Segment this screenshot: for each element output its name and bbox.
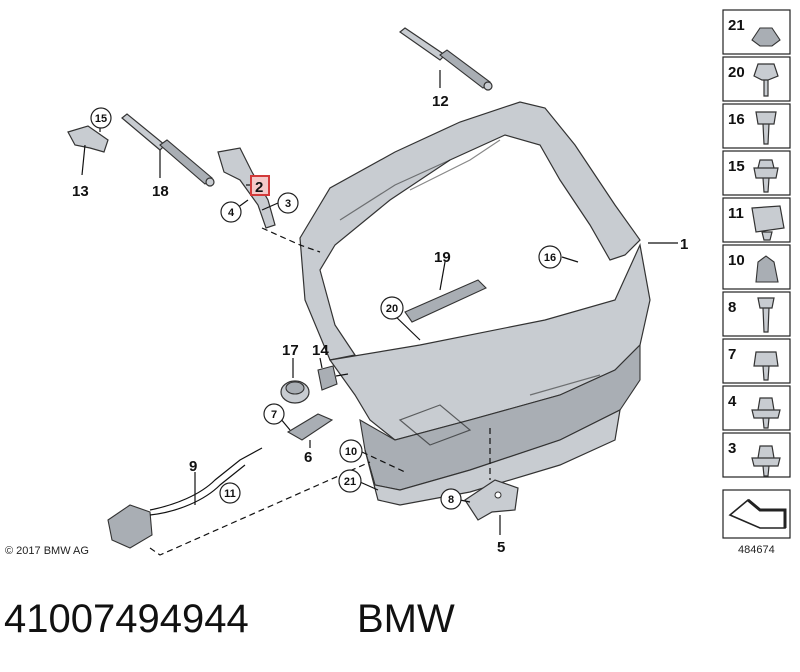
label-12: 12 — [432, 93, 449, 110]
label-18: 18 — [152, 183, 169, 200]
gas-strut-12 — [398, 27, 493, 91]
svg-text:21: 21 — [344, 476, 356, 488]
label-9: 9 — [189, 458, 197, 475]
label-17: 17 — [282, 342, 299, 359]
buffer-17 — [280, 380, 310, 404]
svg-text:16: 16 — [544, 252, 556, 264]
tailgate-frame — [299, 101, 651, 506]
handle-strip-19 — [404, 279, 487, 323]
callout-11: 11 — [219, 482, 241, 504]
legend-label: 10 — [728, 252, 745, 269]
label-2: 2 — [255, 179, 263, 196]
callout-8: 8 — [440, 488, 462, 510]
legend-label: 15 — [728, 158, 745, 175]
switch-14 — [317, 365, 349, 391]
callout-4: 4 — [220, 201, 242, 223]
part-number: 41007494944 — [4, 597, 249, 641]
gas-strut-18 — [121, 113, 215, 187]
callout-21: 21 — [338, 469, 362, 493]
legend-label: 4 — [728, 393, 737, 410]
label-2-highlight[interactable]: 2 — [250, 175, 270, 196]
hex-head-bolt-icon — [753, 351, 779, 381]
svg-text:10: 10 — [345, 446, 357, 458]
svg-text:20: 20 — [386, 303, 398, 315]
legend-label: 20 — [728, 64, 745, 81]
leader-lines — [81, 70, 678, 556]
rubber-buffer-icon — [755, 255, 779, 283]
label-6: 6 — [304, 449, 312, 466]
label-14: 14 — [312, 342, 329, 359]
legend-label: 21 — [728, 17, 745, 34]
legend-label: 16 — [728, 111, 745, 128]
brand-name: BMW — [357, 597, 455, 641]
clip-nut-icon — [751, 205, 785, 241]
legend-label: 3 — [728, 440, 736, 457]
flange-bolt-icon — [753, 159, 779, 193]
legend-label: 7 — [728, 346, 736, 363]
hinge-lock-5 — [464, 479, 519, 521]
svg-text:7: 7 — [271, 409, 277, 421]
bracket-13 — [67, 125, 109, 153]
cap-nut-icon — [751, 27, 781, 47]
screw-icon — [757, 297, 775, 333]
callout-10: 10 — [339, 439, 363, 463]
svg-text:11: 11 — [224, 488, 236, 500]
collar-bolt-icon — [751, 445, 781, 477]
callout-3: 3 — [277, 192, 299, 214]
switch-6 — [286, 413, 334, 441]
callout-16: 16 — [538, 245, 562, 269]
svg-text:3: 3 — [285, 198, 291, 210]
svg-text:4: 4 — [228, 207, 235, 219]
svg-text:8: 8 — [448, 494, 454, 506]
callout-20: 20 — [380, 296, 404, 320]
label-13: 13 — [72, 183, 89, 200]
fastener-legend: 21 20 16 15 11 10 8 7 4 3 — [722, 9, 791, 539]
torx-screw-icon — [755, 111, 777, 145]
svg-text:15: 15 — [95, 113, 107, 125]
callout-15: 15 — [90, 107, 112, 129]
hex-bolt-icon — [753, 63, 779, 97]
lock-actuator — [107, 447, 263, 549]
label-5: 5 — [497, 539, 505, 556]
label-19: 19 — [434, 249, 451, 266]
hinge-2 — [217, 147, 276, 229]
washer-bolt-icon — [751, 397, 781, 429]
copyright: © 2017 BMW AG — [5, 545, 89, 557]
label-1: 1 — [680, 236, 688, 253]
callout-7: 7 — [263, 403, 285, 425]
diagram-number: 484674 — [738, 544, 775, 556]
legend-label: 8 — [728, 299, 736, 316]
legend-label: 11 — [728, 205, 744, 222]
